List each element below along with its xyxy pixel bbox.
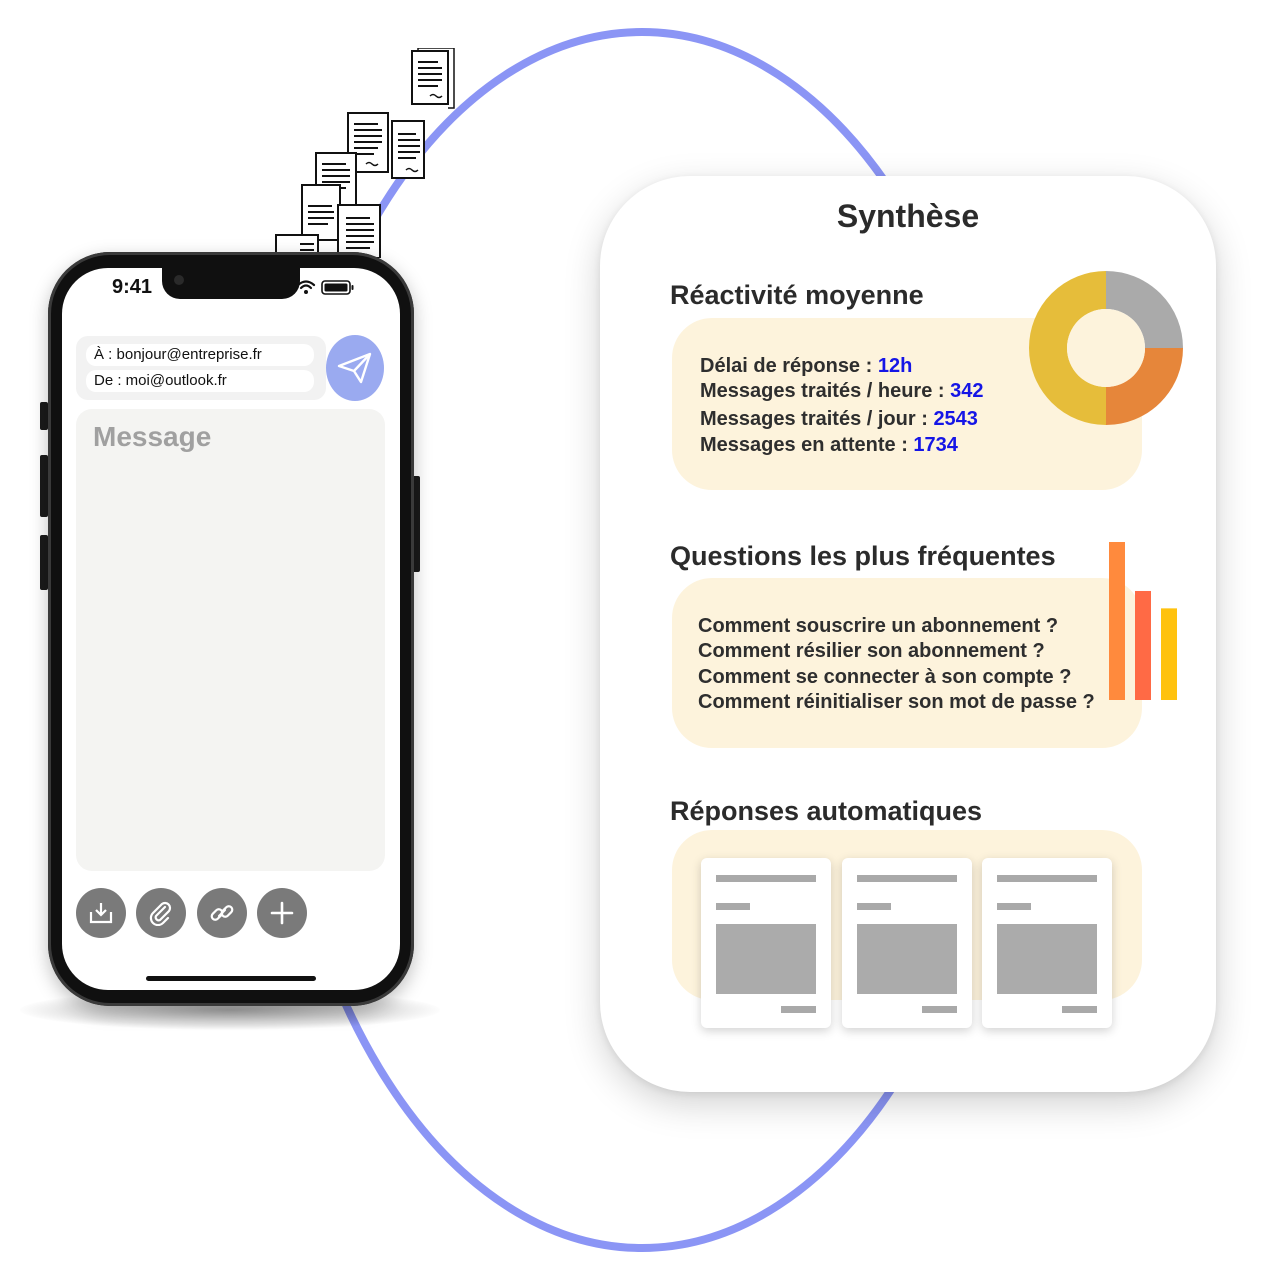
- template-line: [857, 875, 957, 882]
- phone-power-button: [412, 476, 420, 572]
- recipients-box: À : bonjour@entreprise.fr De : moi@outlo…: [76, 336, 326, 400]
- stat-value: 12h: [877, 355, 913, 377]
- phone-volume-down: [40, 535, 48, 590]
- template-line: [857, 903, 891, 910]
- template-image: [716, 924, 816, 994]
- template-line: [716, 903, 750, 910]
- home-indicator: [146, 976, 316, 981]
- stat-response-time: Délai de réponse : 12h: [700, 355, 912, 378]
- add-button[interactable]: [257, 888, 307, 938]
- stat-label: Messages traités / jour :: [700, 408, 928, 430]
- bar: [1135, 590, 1151, 700]
- donut-slice: [1105, 271, 1183, 349]
- to-field[interactable]: À : bonjour@entreprise.fr: [86, 344, 314, 366]
- status-icons: [296, 280, 354, 295]
- stat-pending: Messages en attente : 1734: [700, 434, 958, 457]
- document-icon: [411, 48, 455, 109]
- template-image: [997, 924, 1097, 994]
- bar: [1109, 542, 1125, 700]
- faq-title: Questions les plus fréquentes: [670, 541, 1056, 571]
- stat-per-day: Messages traités / jour : 2543: [700, 408, 978, 431]
- link-icon: [210, 905, 234, 921]
- link-button[interactable]: [197, 888, 247, 938]
- faq-question: Comment souscrire un abonnement ?: [698, 615, 1059, 637]
- reply-template-card[interactable]: [982, 858, 1112, 1028]
- bar-chart: [1109, 542, 1177, 700]
- donut-slice: [1029, 271, 1107, 425]
- plus-icon: [270, 901, 294, 925]
- bar: [1161, 608, 1177, 700]
- phone-mute-switch: [40, 402, 48, 430]
- battery-icon: [321, 280, 354, 295]
- message-placeholder: Message: [93, 421, 212, 452]
- paperclip-icon: [149, 901, 172, 926]
- message-input[interactable]: Message: [76, 409, 385, 871]
- template-line: [1062, 1006, 1097, 1013]
- reactivity-title: Réactivité moyenne: [670, 280, 924, 310]
- from-field[interactable]: De : moi@outlook.fr: [86, 370, 314, 392]
- phone-notch: [162, 268, 300, 299]
- phone-screen: 9:41 À : bonjour@entreprise.fr De : moi@…: [62, 268, 400, 990]
- donut-hole: [1067, 309, 1145, 387]
- stat-per-hour: Messages traités / heure : 342: [700, 380, 984, 403]
- document-icon: [391, 120, 425, 179]
- stat-value: 342: [950, 380, 984, 402]
- template-line: [781, 1006, 816, 1013]
- send-button[interactable]: [326, 335, 384, 401]
- faq-question: Comment résilier son abonnement ?: [698, 640, 1045, 662]
- stat-label: Délai de réponse :: [700, 355, 873, 377]
- wifi-icon: [296, 280, 316, 290]
- stat-label: Messages en attente :: [700, 434, 908, 456]
- download-button[interactable]: [76, 888, 126, 938]
- template-image: [857, 924, 957, 994]
- front-camera: [174, 275, 184, 285]
- template-line: [997, 875, 1097, 882]
- document-icon: [275, 234, 319, 256]
- template-line: [716, 875, 816, 882]
- status-time: 9:41: [112, 276, 153, 298]
- reply-template-card[interactable]: [701, 858, 831, 1028]
- donut-chart: [1029, 271, 1183, 425]
- stat-label: Messages traités / heure :: [700, 380, 945, 402]
- download-icon: [89, 903, 113, 924]
- auto-replies-title: Réponses automatiques: [670, 796, 983, 826]
- summary-title: Synthèse: [836, 198, 980, 234]
- donut-slice: [1105, 347, 1183, 425]
- faq-panel: [672, 578, 1142, 748]
- template-line: [922, 1006, 957, 1013]
- stat-value: 2543: [933, 408, 978, 430]
- document-icon: [337, 204, 381, 258]
- paper-plane-icon: [337, 352, 372, 384]
- faq-question: Comment réinitialiser son mot de passe ?: [698, 691, 1095, 713]
- attach-button[interactable]: [136, 888, 186, 938]
- phone-volume-up: [40, 455, 48, 517]
- reply-template-card[interactable]: [842, 858, 972, 1028]
- faq-question: Comment se connecter à son compte ?: [698, 666, 1072, 688]
- stat-value: 1734: [913, 434, 958, 456]
- template-line: [997, 903, 1031, 910]
